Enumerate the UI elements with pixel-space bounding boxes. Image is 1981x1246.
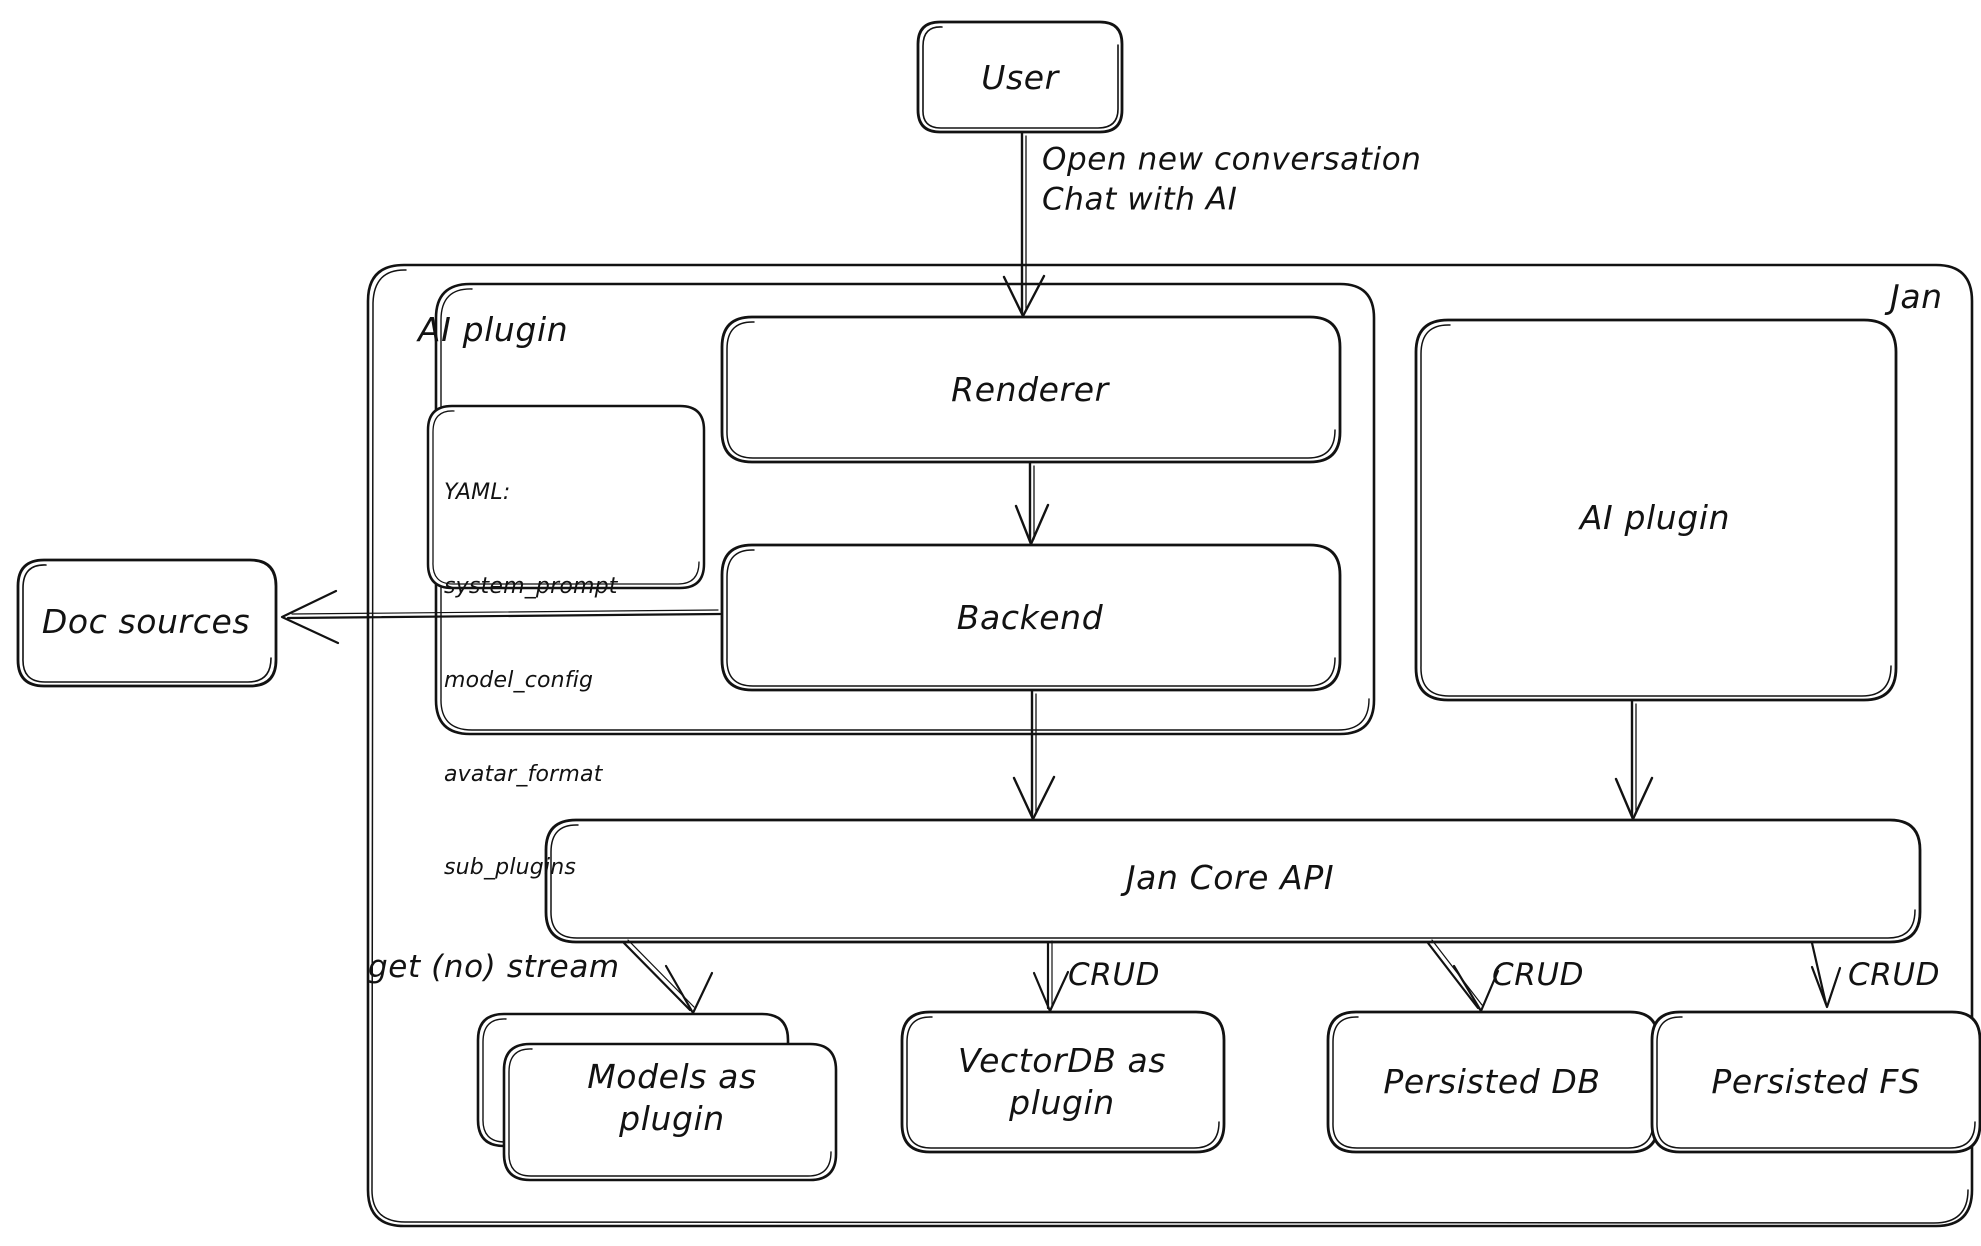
edge-renderer-to-backend [1014, 461, 1050, 546]
edge-core-to-vectordb [1032, 940, 1070, 1013]
node-renderer-shape [720, 315, 1342, 464]
node-doc-sources-shape [16, 558, 278, 688]
edge-user-to-renderer [1002, 131, 1046, 318]
node-yaml-shape [426, 404, 706, 590]
node-backend-shape [720, 543, 1342, 692]
edge-core-to-persisted-fs [1810, 941, 1842, 1009]
edge-core-to-persisted-db [1426, 939, 1500, 1013]
edge-backend-to-core [1012, 689, 1056, 821]
edge-core-to-models [622, 939, 714, 1015]
node-persisted-db-shape [1326, 1010, 1660, 1154]
edge-backend-to-doc-sources [280, 589, 722, 645]
node-jan-core-api-shape [544, 818, 1922, 944]
node-ai-plugin-shape [1414, 318, 1898, 702]
node-vectordb-as-plugin-shape [900, 1010, 1226, 1154]
edge-ai-plugin-to-core [1614, 699, 1654, 821]
node-persisted-fs-shape [1650, 1010, 1981, 1154]
node-models-as-plugin-shape [476, 1012, 838, 1182]
node-user-shape [916, 20, 1124, 134]
